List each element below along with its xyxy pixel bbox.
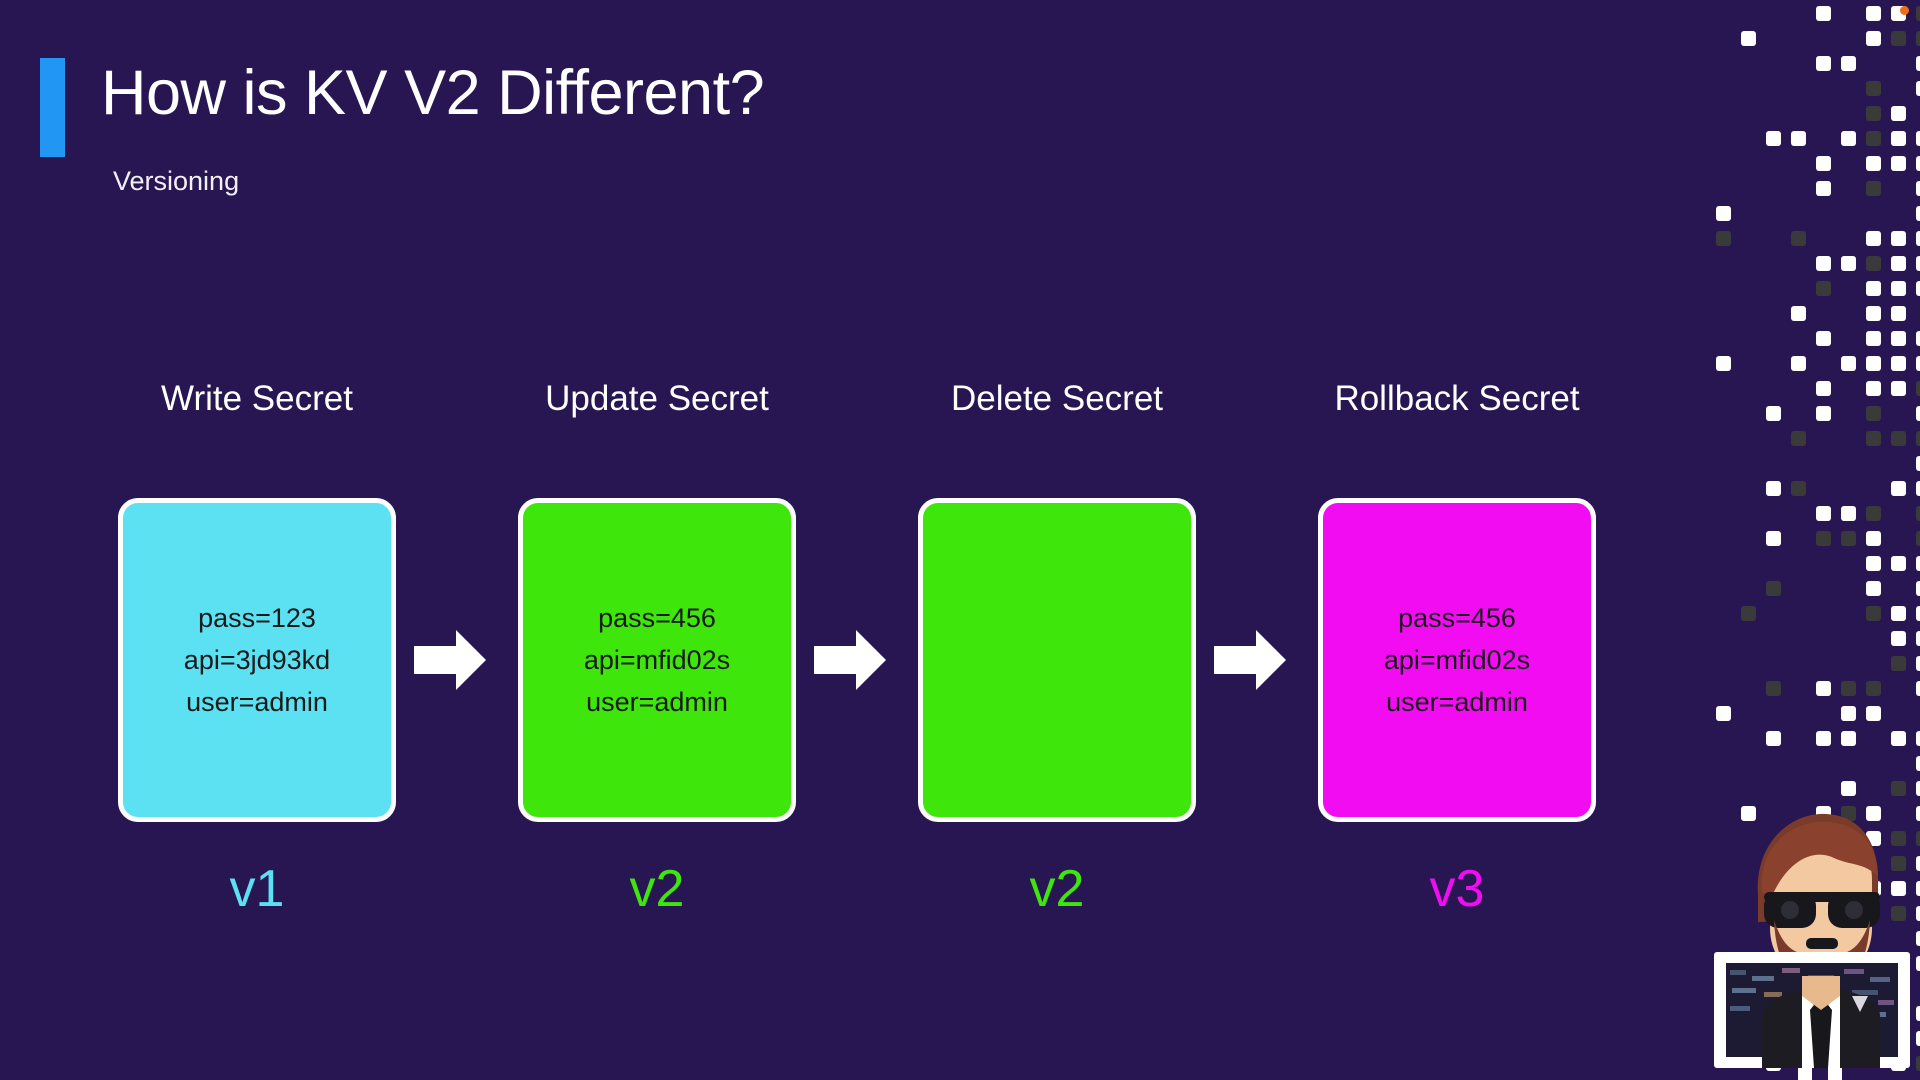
secret-line: user=admin [586,687,728,717]
page-subtitle: Versioning [113,166,240,196]
flow-step-write-secret: Write Secret pass=123 api=3jd93kd user=a… [118,0,396,1080]
version-label: v1 [229,860,285,918]
version-label: v2 [629,860,685,918]
secret-line: api=3jd93kd [183,645,331,675]
secret-line: api=mfid02s [1383,645,1531,675]
step-label: Update Secret [545,379,769,418]
title-accent-bar [40,58,65,157]
secret-line: user=admin [1386,687,1528,717]
secret-card-content: pass=123 api=3jd93kd user=admin [184,597,330,723]
arrow-right-icon [412,622,488,698]
step-label: Write Secret [161,379,353,418]
page-title: How is KV V2 Different? [101,58,765,128]
arrow-right-icon [1212,622,1288,698]
flow-step-update-secret: Update Secret pass=456 api=mfid02s user=… [518,0,796,1080]
secret-card-content: pass=456 api=mfid02s user=admin [1384,597,1530,723]
secret-line: user=admin [186,687,328,717]
flow-step-delete-secret: Delete Secret v2 [918,0,1196,1080]
secret-line: api=mfid02s [583,645,731,675]
secret-card: pass=456 api=mfid02s user=admin [518,498,796,822]
secret-card: pass=456 api=mfid02s user=admin [1318,498,1596,822]
version-label: v2 [1029,860,1085,918]
secret-line: pass=123 [198,603,316,633]
flow-step-rollback-secret: Rollback Secret pass=456 api=mfid02s use… [1318,0,1596,1080]
secret-card-content: pass=456 api=mfid02s user=admin [584,597,730,723]
arrow-right-icon [812,622,888,698]
secret-line: pass=456 [598,603,716,633]
step-label: Rollback Secret [1334,379,1580,418]
secret-card: pass=123 api=3jd93kd user=admin [118,498,396,822]
secret-line: pass=456 [1398,603,1516,633]
avatar-monitor-illustration [1702,800,1920,1080]
secret-card [918,498,1196,822]
version-label: v3 [1429,860,1485,918]
step-label: Delete Secret [950,379,1164,418]
